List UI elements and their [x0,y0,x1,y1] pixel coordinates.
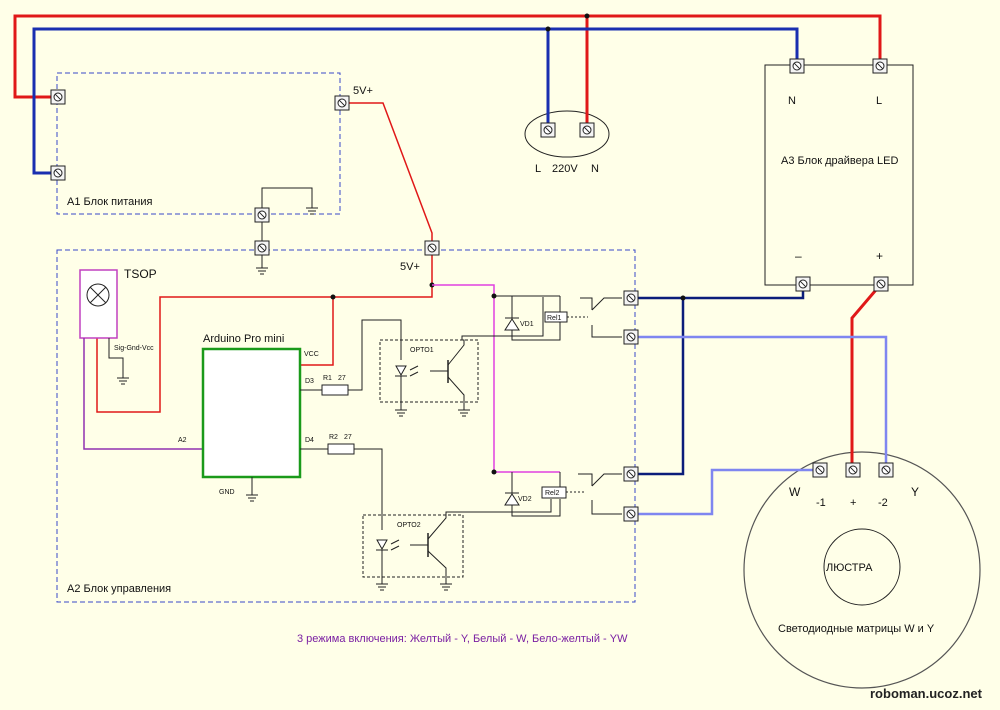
driver-plus-wire [850,283,883,468]
lamp-plus-label: + [850,497,856,509]
vcc-wire [300,297,334,366]
chandelier-caption: Светодиодные матрицы W и Y [778,623,935,635]
resistor-r1 [321,384,349,396]
mains-l-terminal [540,122,556,138]
chandelier-center-circle [823,528,901,606]
arduino-d4-label: D4 [305,437,314,444]
modes-note: 3 режима включения: Желтый - Y, Белый - … [297,633,628,645]
a1-l-terminal [50,89,66,105]
rel1-label: Rel1 [547,315,562,322]
lamp-minus2-label: -2 [878,497,888,509]
mains-n-label: N [591,163,599,175]
neutral-wire [32,27,550,175]
a3-n-terminal [789,58,805,74]
a1-gnd-terminal [254,207,270,223]
five-volt-to-arduino [96,255,433,413]
rel1-com-terminal [623,290,639,306]
rel1-no-terminal [623,329,639,345]
a3-block-outline [764,64,914,286]
a3-l-label: L [876,95,882,107]
mains-n-terminal [579,122,595,138]
rel2-com-terminal [623,466,639,482]
lamp-y-label: Y [911,485,919,499]
chandelier-label: ЛЮСТРА [826,562,873,574]
mains-l-label: L [535,163,541,175]
a3-minus-label: – [795,249,802,263]
rel2-label: Rel2 [545,490,560,497]
lamp-w-label: W [789,485,801,499]
opto2-box [362,514,464,578]
driver-minus-wire [631,296,685,476]
y-channel-wire [631,335,888,468]
mains-socket-outline [524,110,610,158]
lamp-plus-terminal [845,462,861,478]
tsop-module [79,269,118,339]
vd2-label: VD2 [518,496,532,503]
tsop-sensor-icon [86,283,110,307]
arduino-board [201,347,302,479]
a3-plus-label: + [876,249,883,263]
opto1-label: OPTO1 [410,347,434,354]
lamp-minus2-terminal [878,462,894,478]
a3-plus-terminal [873,276,889,292]
lamp-minus1-label: -1 [816,497,826,509]
arduino-a2-label: A2 [178,437,187,444]
lamp-minus1-terminal [812,462,828,478]
phase-wire-to-a3 [587,14,882,66]
phase-wire [13,14,589,130]
arduino-title: Arduino Pro mini [203,333,284,345]
a2-title: A2 Блок управления [67,583,171,595]
a1-title: A1 Блок питания [67,196,152,208]
r2-name: R2 [329,434,338,441]
watermark: roboman.ucoz.net [870,686,983,701]
diode-vd1 [504,318,520,331]
neutral-wire-to-a3 [548,27,799,66]
arduino-d3-label: D3 [305,378,314,385]
a1-5v-label: 5V+ [353,85,373,97]
tsop-signal-wire [83,338,203,450]
a2-5v-terminal [424,240,440,256]
a3-n-label: N [788,95,796,107]
r1-name: R1 [323,375,332,382]
tsop-pins-label: Sig-Gnd-Vcc [114,345,154,352]
a1-n-terminal [50,165,66,181]
a3-l-terminal [872,58,888,74]
a2-5v-label: 5V+ [400,261,420,273]
a3-minus-terminal [795,276,811,292]
a1-5v-terminal [334,95,350,111]
a2-block-outline [56,249,636,603]
rel2-no-terminal [623,506,639,522]
vd1-label: VD1 [520,321,534,328]
arduino-vcc-label: VCC [304,351,319,358]
w-channel-wire [631,468,820,516]
opto2-label: OPTO2 [397,522,421,529]
coil-supply-wire [432,284,560,473]
tsop-title: TSOP [124,267,157,281]
a2-gnd-terminal [254,240,270,256]
chandelier-outline [743,451,981,689]
r1-value: 27 [338,375,346,382]
resistor-r2 [327,443,355,455]
a3-title: A3 Блок драйвера LED [781,155,899,167]
r2-value: 27 [344,434,352,441]
mains-voltage-label: 220V [552,163,578,175]
a1-block-outline [56,72,341,215]
arduino-gnd-label: GND [219,489,235,496]
diode-vd2 [504,493,520,506]
five-volt-wire [342,102,433,246]
